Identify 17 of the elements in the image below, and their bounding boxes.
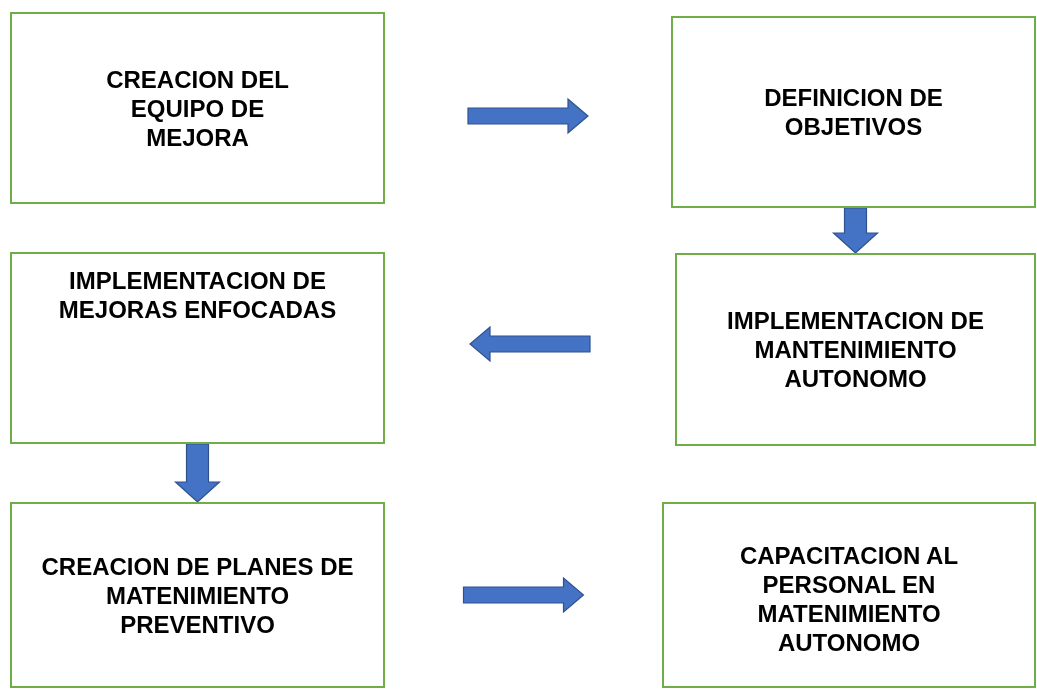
block-arrow: [467, 97, 589, 135]
step-text: DEFINICION DE OBJETIVOS: [763, 83, 944, 141]
process-box: [10, 12, 385, 204]
block-arrow: [462, 576, 585, 614]
process-box: [10, 252, 385, 444]
block-arrow: [831, 207, 880, 254]
process-box: [671, 16, 1036, 208]
block-arrow: [469, 325, 591, 363]
process-box: [10, 502, 385, 688]
step-text: IMPLEMENTACION DE MANTENIMIENTO AUTONOMO: [726, 306, 985, 393]
process-box: [662, 502, 1036, 688]
block-arrow: [173, 443, 222, 503]
process-box: [675, 253, 1036, 446]
step-text: CREACION DEL EQUIPO DE MEJORA: [105, 64, 290, 152]
step-text: CAPACITACION AL PERSONAL EN MATENIMIENTO AUTONOMO: [738, 541, 960, 657]
step-text: CREACION DE PLANES DE MATENIMIENTO PREVENTIVO: [40, 551, 355, 639]
step-text: IMPLEMENTACION DE MEJORAS ENFOCADAS: [57, 266, 338, 324]
